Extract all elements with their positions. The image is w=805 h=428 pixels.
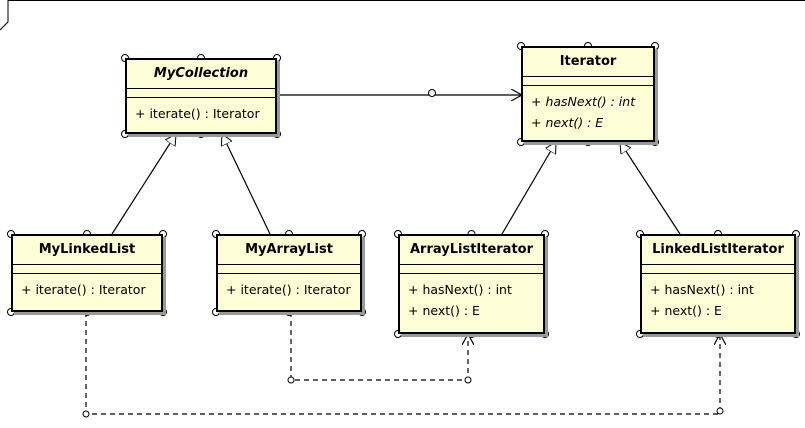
operation: + hasNext() : int (650, 282, 754, 297)
class-name: MyArrayList (218, 236, 360, 265)
class-linkedlistiterator[interactable]: LinkedListIterator + hasNext() : int + n… (640, 234, 796, 334)
operation: + hasNext() : int (531, 94, 636, 109)
attributes-compartment (523, 77, 653, 86)
class-iterator[interactable]: Iterator + hasNext() : int + next() : E (521, 46, 655, 142)
operation: + next() : E (408, 303, 480, 318)
operation: + iterate() : Iterator (226, 282, 351, 297)
operation: + iterate() : Iterator (135, 106, 260, 121)
class-name: MyCollection (127, 60, 275, 89)
generalization-myarraylist-mycollection (222, 134, 271, 235)
operation: + hasNext() : int (408, 282, 512, 297)
association-mycollection-iterator (276, 89, 522, 97)
class-arraylistiterator[interactable]: ArrayListIterator + hasNext() : int + ne… (398, 234, 545, 334)
class-mycollection[interactable]: MyCollection + iterate() : Iterator (125, 58, 277, 134)
class-name: ArrayListIterator (400, 236, 543, 265)
attributes-compartment (400, 265, 543, 274)
class-name: MyLinkedList (13, 236, 161, 265)
dependency-myarraylist-arraylistiterator (287, 312, 471, 384)
operation: + next() : E (531, 115, 604, 130)
attributes-compartment (13, 265, 161, 274)
class-myarraylist[interactable]: MyArrayList + iterate() : Iterator (216, 234, 362, 312)
class-mylinkedlist[interactable]: MyLinkedList + iterate() : Iterator (11, 234, 163, 312)
operation: + iterate() : Iterator (21, 282, 146, 297)
class-name: Iterator (523, 48, 653, 77)
window-corner (0, 0, 9, 31)
generalization-mylinkedlist-mycollection (111, 134, 176, 235)
generalization-arraylistiterator-iterator (501, 142, 556, 235)
dependency-mylinkedlist-linkedlistiterator (82, 312, 723, 418)
operation: + next() : E (650, 303, 722, 318)
class-name: LinkedListIterator (642, 236, 794, 265)
attributes-compartment (218, 265, 360, 274)
attributes-compartment (642, 265, 794, 274)
attributes-compartment (127, 89, 275, 98)
generalization-linkedlistiterator-iterator (620, 142, 681, 235)
